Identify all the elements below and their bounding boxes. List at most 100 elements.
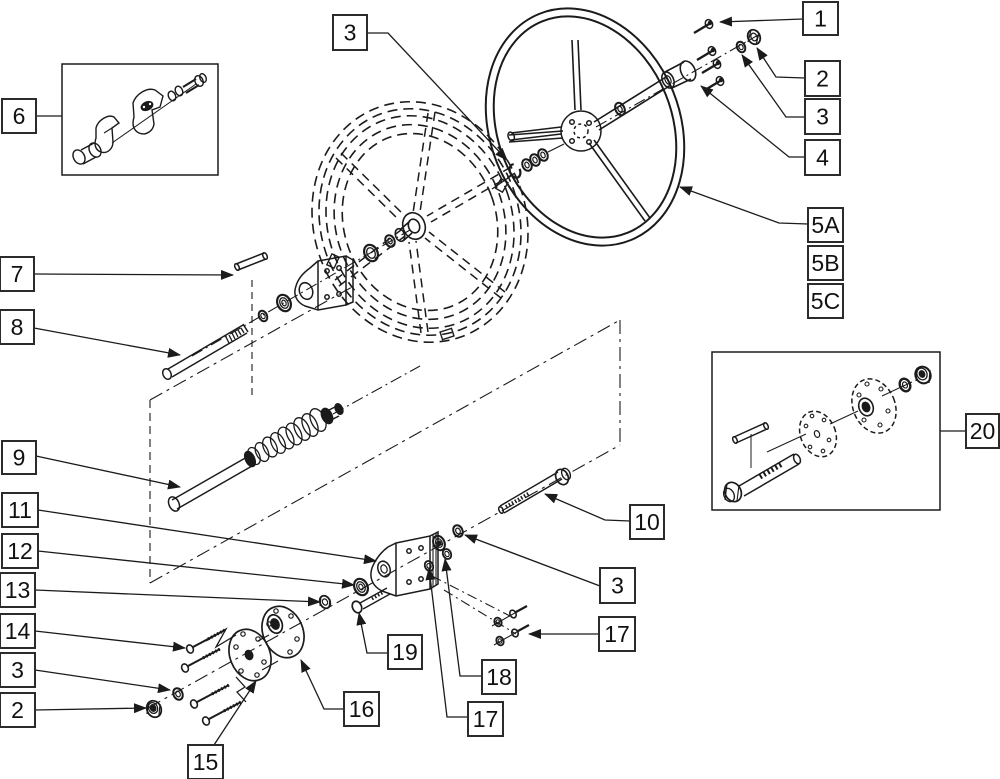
- wheel-spokes: [334, 111, 516, 334]
- callout-box[interactable]: [599, 567, 636, 604]
- callout-box[interactable]: [0, 256, 35, 292]
- key-pin: [731, 421, 770, 468]
- callout-3-24[interactable]: 3: [599, 567, 636, 604]
- callout-number: 10: [634, 509, 660, 535]
- callout-number: 13: [5, 577, 31, 603]
- callout-box[interactable]: [0, 309, 35, 345]
- callout-box[interactable]: [1, 533, 39, 569]
- leader-line-10: [544, 493, 631, 522]
- axle-plate-detail-part20: [722, 365, 932, 503]
- callout-number: 3: [611, 573, 624, 599]
- callout-5A-4[interactable]: 5A: [807, 207, 844, 243]
- flange-plate-b: [851, 378, 897, 434]
- callout-number: 11: [8, 497, 32, 523]
- callout-box[interactable]: [1, 440, 37, 475]
- callout-6-8[interactable]: 6: [1, 98, 37, 134]
- callout-7-9[interactable]: 7: [0, 256, 35, 292]
- callout-number: 7: [11, 261, 24, 287]
- callout-box[interactable]: [187, 744, 224, 779]
- callout-number: 8: [11, 314, 24, 340]
- axle-bolt-part8: [161, 323, 249, 381]
- callout-box[interactable]: [1, 492, 39, 528]
- shock-absorber-part9: [167, 403, 344, 512]
- callout-10-25[interactable]: 10: [629, 504, 665, 540]
- flange-plate-a: [798, 410, 838, 458]
- callout-19-20[interactable]: 19: [387, 634, 423, 670]
- callout-17-22[interactable]: 17: [467, 701, 504, 737]
- leader-line-11: [37, 509, 377, 565]
- fork-mount-bracket: [351, 524, 530, 647]
- callout-14-15[interactable]: 14: [0, 613, 36, 649]
- leader-line-13: [34, 589, 321, 607]
- callout-18-21[interactable]: 18: [481, 659, 517, 695]
- callout-number: 16: [349, 696, 375, 722]
- hub-flange-assembly: [145, 594, 332, 726]
- callout-box[interactable]: [598, 616, 636, 652]
- callout-box[interactable]: [1, 98, 37, 134]
- callout-4-3[interactable]: 4: [804, 139, 841, 176]
- callout-2-1[interactable]: 2: [804, 60, 841, 97]
- callout-box[interactable]: [0, 692, 36, 728]
- leader-line-8: [33, 327, 181, 358]
- callout-3-2[interactable]: 3: [804, 98, 841, 135]
- leader-line-3: [464, 534, 601, 587]
- callout-number: 20: [970, 418, 996, 444]
- callout-number: 15: [193, 749, 219, 775]
- callout-15-18[interactable]: 15: [187, 744, 224, 779]
- leader-line-3: [741, 54, 805, 118]
- callout-1-0[interactable]: 1: [802, 1, 839, 36]
- callout-box[interactable]: [467, 701, 504, 737]
- callout-5C-6[interactable]: 5C: [807, 283, 844, 319]
- callout-number: 17: [473, 706, 499, 732]
- callout-box[interactable]: [804, 98, 841, 135]
- callout-number: 14: [5, 618, 31, 644]
- callout-17-23[interactable]: 17: [598, 616, 636, 652]
- callout-number: 3: [11, 657, 24, 683]
- callout-5B-5[interactable]: 5B: [807, 245, 844, 281]
- callout-11-12[interactable]: 11: [1, 492, 39, 528]
- callout-box[interactable]: [332, 14, 368, 51]
- callout-box[interactable]: [807, 283, 844, 319]
- callout-3-7[interactable]: 3: [332, 14, 368, 51]
- callout-box[interactable]: [804, 60, 841, 97]
- hex-bolt: [722, 453, 802, 503]
- leader-line-7: [33, 269, 234, 280]
- callout-3-16[interactable]: 3: [0, 652, 36, 688]
- hub-screws-part14: [180, 628, 242, 726]
- hub-washer-nut: [145, 687, 184, 719]
- callout-box[interactable]: [965, 413, 1000, 449]
- callout-number: 5B: [811, 250, 839, 276]
- callout-number: 6: [13, 103, 26, 129]
- bracket-bearing-part12: [353, 577, 369, 597]
- callout-box[interactable]: [807, 207, 844, 243]
- axle-washer-bearing: [257, 234, 396, 323]
- callout-box[interactable]: [807, 245, 844, 281]
- handrim-screws: [693, 18, 725, 92]
- callout-16-19[interactable]: 16: [343, 691, 380, 727]
- callout-box[interactable]: [802, 1, 839, 36]
- callout-box[interactable]: [0, 613, 36, 649]
- callout-box[interactable]: [481, 659, 517, 695]
- callout-2-17[interactable]: 2: [0, 692, 36, 728]
- leader-line-9: [35, 455, 181, 490]
- callout-box[interactable]: [0, 572, 36, 608]
- callout-box[interactable]: [343, 691, 380, 727]
- callout-box[interactable]: [0, 652, 36, 688]
- callout-number: 3: [816, 104, 829, 130]
- leader-line-2: [756, 47, 806, 79]
- callout-box[interactable]: [629, 504, 665, 540]
- callout-box[interactable]: [387, 634, 423, 670]
- callout-8-10[interactable]: 8: [0, 309, 35, 345]
- callout-9-11[interactable]: 9: [1, 440, 37, 475]
- callout-20-26[interactable]: 20: [965, 413, 1000, 449]
- handrim-spokes: [508, 39, 651, 222]
- callout-box[interactable]: [804, 139, 841, 176]
- wheel-hub: [394, 211, 427, 243]
- callout-13-14[interactable]: 13: [0, 572, 36, 608]
- handrim-assembly: [484, 7, 762, 247]
- phantom-frame-lines: [147, 33, 761, 709]
- callout-12-13[interactable]: 12: [1, 533, 39, 569]
- leader-line-1: [719, 16, 804, 27]
